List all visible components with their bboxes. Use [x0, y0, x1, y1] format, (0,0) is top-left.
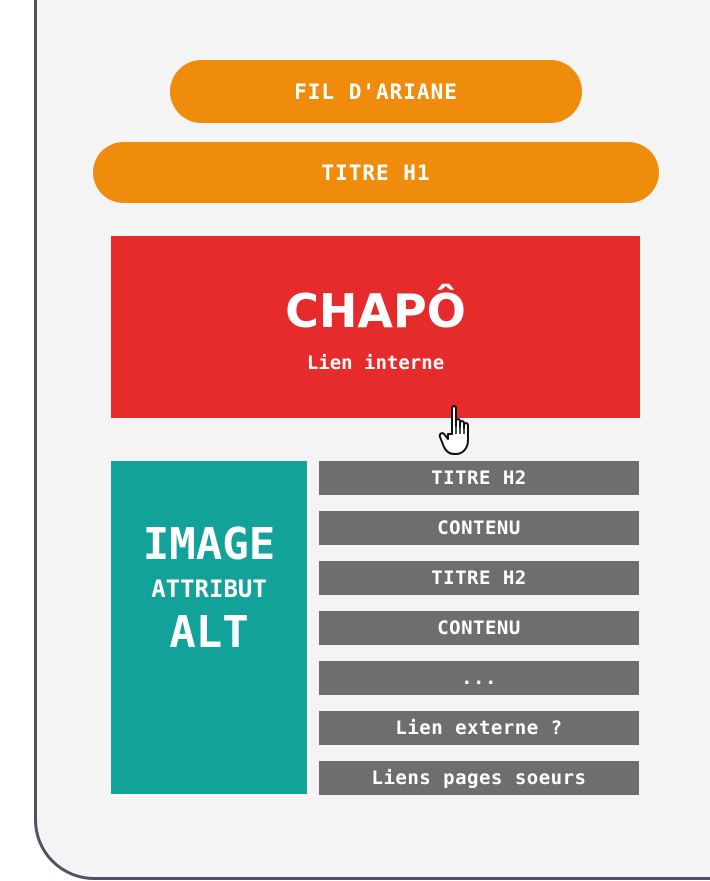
- title-h1-pill: TITRE H1: [93, 142, 659, 203]
- chapo-block: CHAPÔ Lien interne: [111, 236, 640, 418]
- attribut-label: ATTRIBUT: [151, 575, 267, 603]
- block-ellipsis: ...: [319, 661, 639, 695]
- internal-link[interactable]: Lien interne: [306, 352, 445, 374]
- breadcrumb-label: FIL D'ARIANE: [294, 79, 458, 104]
- alt-label: ALT: [169, 607, 249, 658]
- title-h1-label: TITRE H1: [321, 160, 431, 185]
- block-contenu: CONTENU: [319, 611, 639, 645]
- image-alt-block: IMAGE ATTRIBUT ALT: [111, 461, 307, 794]
- block-external-link[interactable]: Lien externe ?: [319, 711, 639, 745]
- hand-pointer-icon: [438, 405, 469, 455]
- chapo-title: CHAPÔ: [285, 284, 466, 338]
- block-titre-h2: TITRE H2: [319, 561, 639, 595]
- image-label: IMAGE: [142, 519, 276, 570]
- block-titre-h2: TITRE H2: [319, 461, 639, 495]
- block-sibling-links[interactable]: Liens pages soeurs: [319, 761, 639, 795]
- block-contenu: CONTENU: [319, 511, 639, 545]
- breadcrumb-pill: FIL D'ARIANE: [170, 60, 582, 123]
